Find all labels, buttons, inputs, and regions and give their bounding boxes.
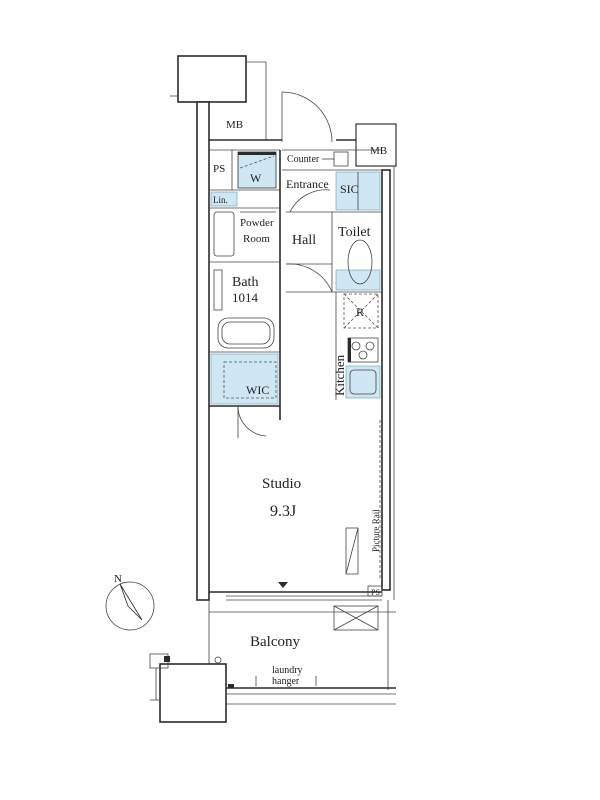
label-ps-bottom: PS bbox=[371, 588, 380, 597]
left-wall bbox=[196, 101, 210, 601]
shaft-top bbox=[170, 55, 267, 140]
label-picture-rail: Picture Rail bbox=[371, 509, 381, 552]
entrance-door bbox=[281, 91, 333, 143]
shaft-bottom bbox=[149, 653, 227, 723]
label-r: R bbox=[356, 305, 364, 319]
washer-area bbox=[237, 151, 277, 189]
label-hall: Hall bbox=[292, 233, 316, 248]
label-lin: Lin. bbox=[213, 195, 228, 205]
label-bath-size: 1014 bbox=[232, 290, 259, 305]
toilet-fixture bbox=[335, 239, 381, 291]
counter-box bbox=[322, 151, 349, 167]
powder-sink bbox=[213, 211, 276, 257]
label-mb-right: MB bbox=[370, 145, 387, 157]
north-compass-icon bbox=[105, 581, 155, 631]
entry-walls bbox=[209, 139, 382, 420]
label-balcony: Balcony bbox=[250, 634, 300, 650]
sic-storage bbox=[335, 171, 381, 211]
label-powder-2: Room bbox=[243, 233, 270, 245]
studio-window bbox=[209, 582, 383, 601]
kitchen-sink bbox=[345, 365, 381, 399]
right-wall bbox=[381, 160, 395, 600]
balcony bbox=[208, 600, 396, 705]
label-entrance: Entrance bbox=[286, 177, 329, 191]
label-laundry-1: laundry bbox=[272, 665, 303, 676]
label-toilet: Toilet bbox=[338, 225, 371, 240]
label-counter: Counter bbox=[287, 154, 320, 165]
hall-doors bbox=[285, 189, 333, 293]
label-wic: WIC bbox=[246, 383, 269, 397]
label-powder-1: Powder bbox=[240, 217, 274, 229]
label-sic: SIC bbox=[340, 182, 359, 196]
label-north: N bbox=[114, 573, 122, 585]
label-studio-size: 9.3J bbox=[270, 503, 296, 520]
mb-right-box bbox=[355, 123, 397, 167]
label-bath: Bath bbox=[232, 275, 258, 290]
label-studio: Studio bbox=[262, 476, 301, 492]
label-mb-left: MB bbox=[226, 119, 243, 131]
picture-rail bbox=[345, 420, 381, 580]
label-ps-top: PS bbox=[213, 163, 225, 175]
label-laundry-2: hanger bbox=[272, 676, 300, 687]
label-w: W bbox=[250, 171, 262, 185]
stove bbox=[347, 337, 379, 363]
bathtub bbox=[213, 269, 275, 349]
label-kitchen: Kitchen bbox=[332, 354, 347, 396]
wic-storage bbox=[210, 353, 279, 438]
refrigerator bbox=[343, 293, 379, 329]
linen-storage bbox=[210, 191, 238, 207]
